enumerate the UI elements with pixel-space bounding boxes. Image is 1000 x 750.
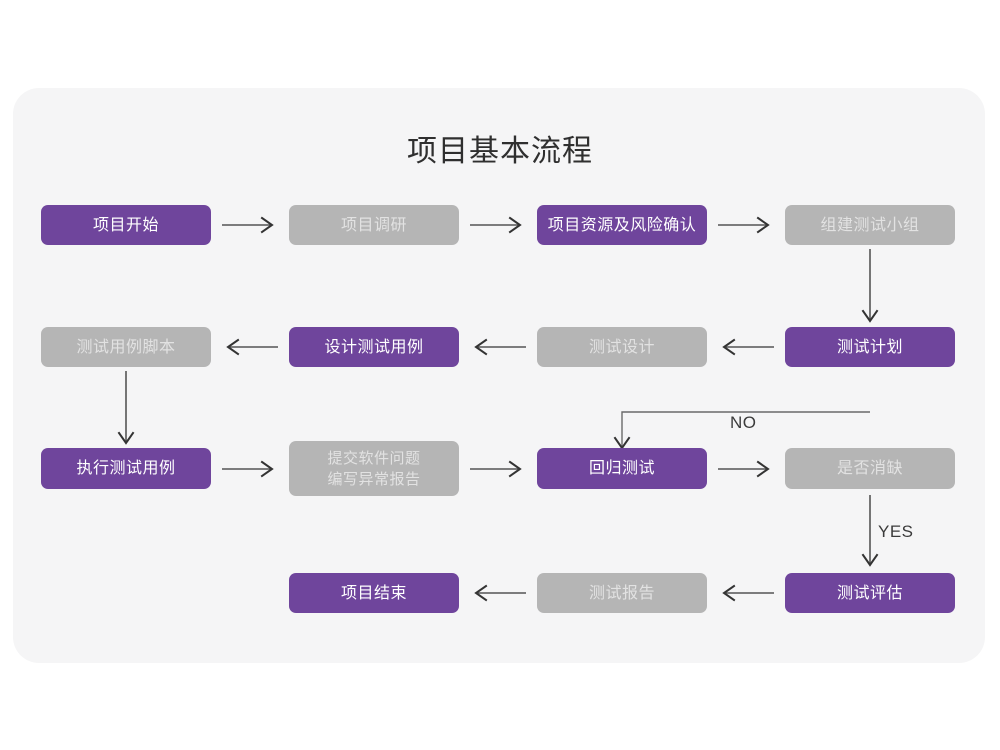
- edge-n8-n7: [718, 337, 774, 357]
- edge-n15-n14: [718, 583, 774, 603]
- edge-n6-n5: [222, 337, 278, 357]
- node-project-start[interactable]: 项目开始: [41, 205, 211, 245]
- node-defect-cleared-decision[interactable]: 是否消缺: [785, 448, 955, 489]
- edge-n1-n2: [222, 215, 278, 235]
- node-resource-risk-confirm[interactable]: 项目资源及风险确认: [537, 205, 707, 245]
- node-project-research[interactable]: 项目调研: [289, 205, 459, 245]
- edge-n7-n6: [470, 337, 526, 357]
- node-project-end[interactable]: 项目结束: [289, 573, 459, 613]
- edge-n11-n12: [718, 459, 774, 479]
- edge-n12-n15-yes: [860, 495, 880, 573]
- edge-n9-n10: [222, 459, 278, 479]
- edge-n5-n9: [116, 371, 136, 449]
- diagram-card-panel: [13, 88, 985, 663]
- node-design-test-case[interactable]: 设计测试用例: [289, 327, 459, 367]
- node-test-evaluation[interactable]: 测试评估: [785, 573, 955, 613]
- node-regression-test[interactable]: 回归测试: [537, 448, 707, 489]
- page-title: 项目基本流程: [407, 135, 593, 168]
- edge-n14-n13: [470, 583, 526, 603]
- node-test-plan[interactable]: 测试计划: [785, 327, 955, 367]
- node-test-case-script[interactable]: 测试用例脚本: [41, 327, 211, 367]
- node-execute-test-case[interactable]: 执行测试用例: [41, 448, 211, 489]
- edge-label-no: NO: [730, 413, 757, 432]
- node-submit-issue-report[interactable]: 提交软件问题 编写异常报告: [289, 441, 459, 496]
- node-test-report[interactable]: 测试报告: [537, 573, 707, 613]
- edge-n4-n8: [860, 249, 880, 327]
- edge-n10-n11: [470, 459, 526, 479]
- edge-n3-n4: [718, 215, 774, 235]
- node-build-test-team[interactable]: 组建测试小组: [785, 205, 955, 245]
- node-test-design[interactable]: 测试设计: [537, 327, 707, 367]
- edge-label-yes: YES: [878, 522, 914, 541]
- edge-n2-n3: [470, 215, 526, 235]
